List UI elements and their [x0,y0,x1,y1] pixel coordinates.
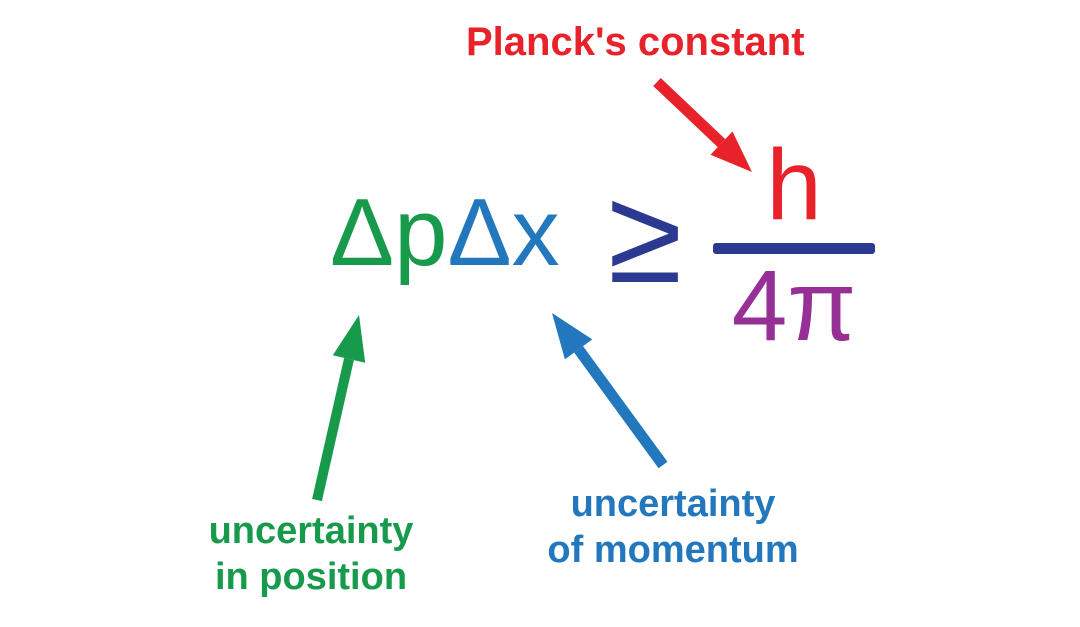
momentum-label-line1: uncertainty [570,483,776,525]
denominator-4pi: 4π [731,250,857,362]
equation-left-side: ΔpΔx [330,185,560,281]
fraction: h 4π [712,135,876,356]
planck-arrow-shaft [653,78,726,148]
fraction-bar [713,243,875,254]
greater-equal-sign: ≥ [608,160,683,311]
momentum-arrow-shaft [574,346,668,469]
uncertainty-in-position-label: uncertainty in position [170,508,452,600]
position-label-line2: in position [214,556,408,598]
position-label-line1: uncertainty [208,510,414,552]
planck-constant-label: Planck's constant [466,20,805,64]
position-arrow [312,315,366,502]
delta-x-term: Δx [447,179,560,286]
position-arrow-head [332,315,366,363]
momentum-arrow-head [552,313,593,360]
numerator-h: h [766,129,822,241]
uncertainty-of-momentum-label: uncertainty of momentum [524,481,822,573]
momentum-label-line2: of momentum [547,529,799,571]
position-arrow-shaft [312,357,354,502]
momentum-arrow [552,313,668,469]
delta-p-term: Δp [330,179,448,286]
